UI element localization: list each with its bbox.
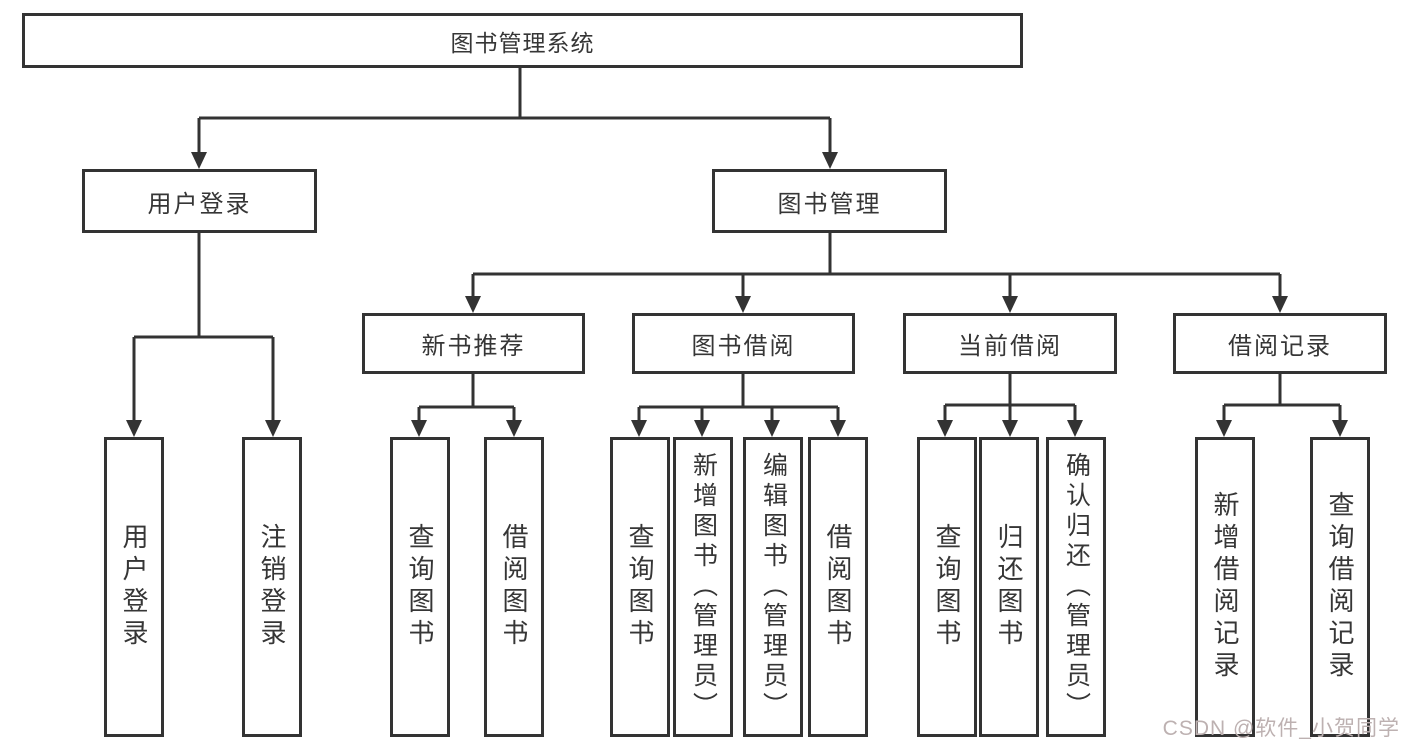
connector-book-borrow-to-leaves (637, 374, 840, 423)
arrow-to-leaf-borrow-books-1 (506, 420, 522, 437)
leaf-user-login-label: 用户登录 (119, 523, 149, 651)
leaf-borrow-books-2-label: 借阅图书 (823, 523, 853, 651)
leaf-borrow-books-1: 借阅图书 (484, 437, 544, 737)
leaf-query-borrow-record: 查询借阅记录 (1310, 437, 1370, 737)
arrow-to-leaf-add-book (694, 420, 710, 437)
node-book-borrow: 图书借阅 (632, 313, 855, 374)
leaf-confirm-return-admin-label: 确认归还（管理员） (1062, 452, 1091, 722)
connector-new-book-recommend-to-leaves (417, 374, 516, 423)
leaf-query-books-1-label: 查询图书 (405, 523, 435, 651)
leaf-borrow-books-1-label: 借阅图书 (499, 523, 529, 651)
leaf-query-borrow-record-label: 查询借阅记录 (1325, 491, 1355, 683)
arrow-to-current-borrow (1002, 296, 1018, 313)
arrow-to-borrow-records (1272, 296, 1288, 313)
node-root-title: 图书管理系统 (22, 13, 1023, 68)
leaf-user-login: 用户登录 (104, 437, 164, 737)
leaf-add-borrow-record-label: 新增借阅记录 (1210, 491, 1240, 683)
leaf-edit-book-admin-label: 编辑图书（管理员） (759, 452, 788, 722)
leaf-add-book-admin: 新增图书（管理员） (673, 437, 733, 737)
node-user-login: 用户登录 (82, 169, 317, 233)
connector-book-management-to-level2 (471, 233, 1282, 299)
arrow-to-new-book-recommend (465, 296, 481, 313)
connector-current-borrow-to-leaves (943, 374, 1077, 423)
csdn-watermark: CSDN @软件_小贺同学 (1162, 717, 1400, 740)
leaf-edit-book-admin: 编辑图书（管理员） (743, 437, 803, 737)
arrow-to-leaf-borrow-books-2 (830, 420, 846, 437)
leaf-return-book-label: 归还图书 (994, 523, 1024, 651)
leaf-logout-label: 注销登录 (257, 523, 287, 651)
leaf-query-books-2: 查询图书 (610, 437, 670, 737)
connector-borrow-records-to-leaves (1222, 374, 1342, 423)
node-book-management: 图书管理 (712, 169, 947, 233)
node-new-book-recommend: 新书推荐 (362, 313, 585, 374)
leaf-query-books-2-label: 查询图书 (625, 523, 655, 651)
connector-root-to-level1 (197, 68, 832, 155)
arrow-to-leaf-user-login (126, 420, 142, 437)
node-current-borrow: 当前借阅 (903, 313, 1117, 374)
arrow-to-book-management (822, 152, 838, 169)
arrow-to-leaf-edit-book (764, 420, 780, 437)
arrow-to-leaf-return-book (1002, 420, 1018, 437)
arrow-to-leaf-query-books-2 (631, 420, 647, 437)
arrow-to-leaf-query-borrow-record (1332, 420, 1348, 437)
arrow-to-leaf-logout (265, 420, 281, 437)
leaf-query-books-3: 查询图书 (917, 437, 977, 737)
leaf-borrow-books-2: 借阅图书 (808, 437, 868, 737)
connector-user-login-to-leaves (132, 233, 275, 423)
leaf-add-borrow-record: 新增借阅记录 (1195, 437, 1255, 737)
leaf-query-books-3-label: 查询图书 (932, 523, 962, 651)
leaf-query-books-1: 查询图书 (390, 437, 450, 737)
arrow-to-book-borrow (735, 296, 751, 313)
leaf-return-book: 归还图书 (979, 437, 1039, 737)
leaf-add-book-admin-label: 新增图书（管理员） (689, 452, 718, 722)
arrow-to-leaf-query-books-3 (937, 420, 953, 437)
arrow-to-leaf-query-books-1 (411, 420, 427, 437)
arrow-to-leaf-confirm-return (1067, 420, 1083, 437)
leaf-confirm-return-admin: 确认归还（管理员） (1046, 437, 1106, 737)
arrow-to-leaf-add-borrow-record (1216, 420, 1232, 437)
node-borrow-records: 借阅记录 (1173, 313, 1387, 374)
leaf-logout: 注销登录 (242, 437, 302, 737)
arrow-to-user-login (191, 152, 207, 169)
